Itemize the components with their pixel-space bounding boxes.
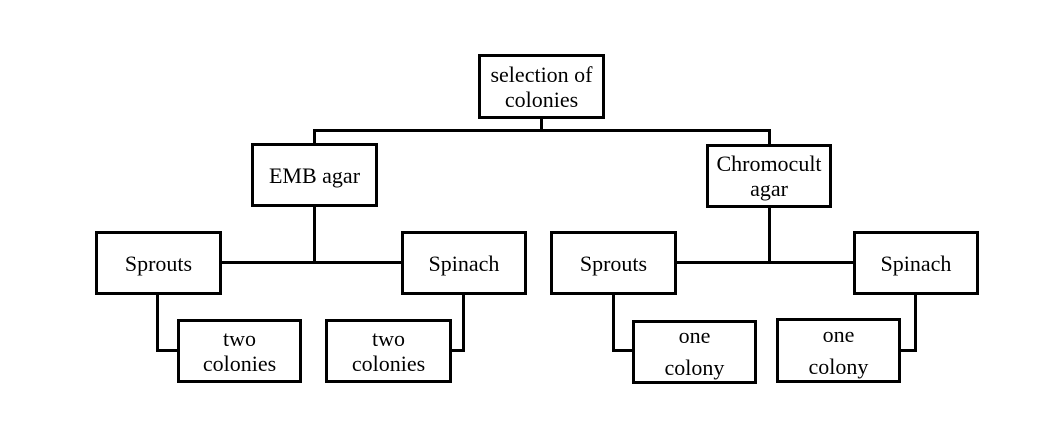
right-spinach-result-label: one colony bbox=[808, 321, 869, 379]
right-sprouts-node: Sprouts bbox=[550, 231, 677, 295]
right-media-drop-line bbox=[768, 129, 771, 145]
right-spinach-drop-line bbox=[914, 293, 917, 352]
chromocult-agar-label: Chromocult agar bbox=[716, 151, 822, 201]
right-sprouts-result-line bbox=[612, 349, 634, 352]
right-sprouts-label: Sprouts bbox=[579, 250, 648, 276]
root-node-label: selection of colonies bbox=[490, 61, 593, 112]
chromocult-agar-node: Chromocult agar bbox=[706, 144, 832, 208]
left-spinach-label: Spinach bbox=[428, 250, 500, 276]
left-spinach-drop-line bbox=[462, 293, 465, 352]
left-sprouts-result-line bbox=[156, 349, 179, 352]
emb-agar-label: EMB agar bbox=[268, 162, 361, 188]
left-sprouts-result-node: two colonies bbox=[177, 319, 302, 383]
root-node: selection of colonies bbox=[478, 54, 605, 119]
right-spinach-result-node: one colony bbox=[776, 318, 901, 383]
left-sprouts-node: Sprouts bbox=[95, 231, 222, 295]
right-sprouts-result-node: one colony bbox=[632, 320, 757, 384]
left-sprouts-drop-line bbox=[156, 293, 159, 352]
left-spinach-result-label: two colonies bbox=[351, 326, 426, 376]
right-media-stem-line bbox=[768, 205, 771, 263]
left-media-stem-line bbox=[313, 205, 316, 263]
left-spinach-result-node: two colonies bbox=[325, 319, 452, 383]
right-sprouts-result-label: one colony bbox=[664, 323, 725, 380]
media-bar-line bbox=[313, 129, 771, 132]
right-spinach-label: Spinach bbox=[880, 250, 952, 276]
left-spinach-node: Spinach bbox=[401, 231, 527, 295]
emb-agar-node: EMB agar bbox=[251, 143, 378, 207]
left-spinach-result-line bbox=[450, 349, 465, 352]
left-sprouts-result-label: two colonies bbox=[202, 326, 277, 376]
left-media-drop-line bbox=[313, 129, 316, 144]
right-vegetable-bar-line bbox=[675, 261, 855, 264]
root-stem-line bbox=[540, 118, 543, 130]
left-sprouts-label: Sprouts bbox=[124, 250, 193, 276]
right-sprouts-drop-line bbox=[612, 293, 615, 352]
left-vegetable-bar-line bbox=[220, 261, 403, 264]
right-spinach-node: Spinach bbox=[853, 231, 979, 295]
right-spinach-result-line bbox=[899, 349, 917, 352]
